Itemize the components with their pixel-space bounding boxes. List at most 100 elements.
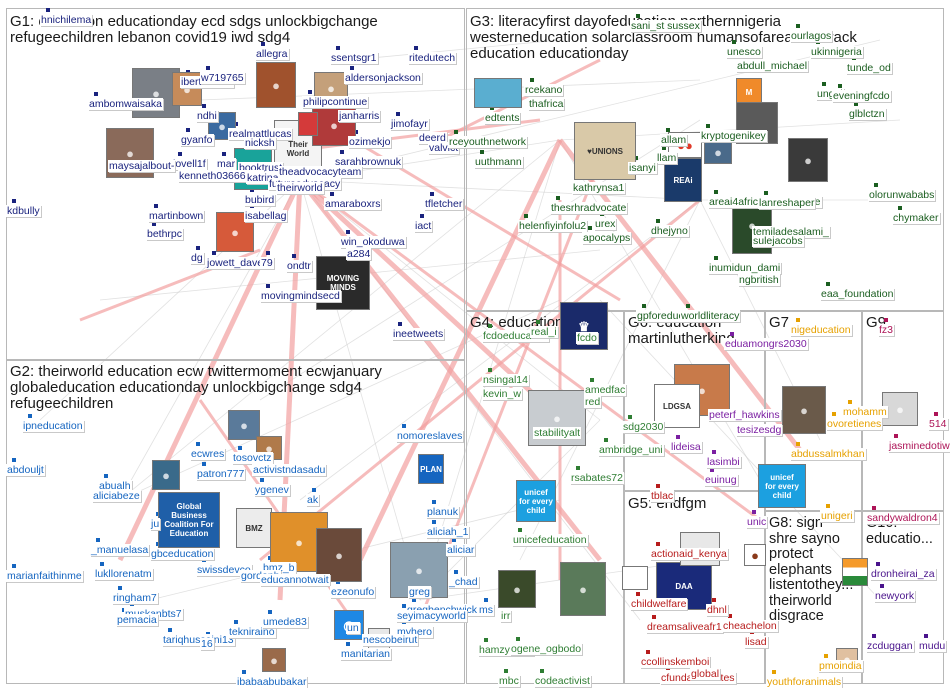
node-label-g4[interactable]: kevin_w bbox=[482, 388, 522, 400]
node-label-g1[interactable]: jimofayr bbox=[390, 118, 429, 130]
node-label-g5[interactable]: dreamsaliveafr1 bbox=[646, 621, 723, 633]
node-label-g1[interactable]: lovell1f bbox=[172, 158, 207, 170]
node-label-g1[interactable]: theadvocacyteam bbox=[278, 166, 363, 178]
gbc-logo-icon[interactable]: Global Business Coalition For Education bbox=[158, 492, 220, 548]
node-label-g3[interactable]: dhejyno bbox=[650, 225, 689, 237]
node-label-g3[interactable]: rceyouthnetwork bbox=[448, 136, 528, 148]
person-photo-icon[interactable]: ● bbox=[704, 140, 732, 164]
node-label-g1[interactable]: philipcontinue bbox=[302, 96, 369, 108]
node-label-g4[interactable]: red bbox=[584, 396, 602, 408]
plan-logo-icon[interactable]: PLAN bbox=[418, 454, 444, 484]
india-flag-icon[interactable] bbox=[842, 558, 868, 586]
node-label-g3[interactable]: tunde_od bbox=[846, 62, 892, 74]
node-label-g1[interactable]: ozimekjo bbox=[348, 136, 392, 148]
node-label-g2[interactable]: pemacia bbox=[116, 614, 158, 626]
node-label-g1[interactable]: tfletcher bbox=[424, 198, 464, 210]
node-label-g7[interactable]: unigeri bbox=[820, 510, 854, 522]
node-label-g2[interactable]: planuk bbox=[426, 506, 459, 518]
node-label-g5[interactable]: cheachelon bbox=[722, 620, 778, 632]
node-label-g1[interactable]: isabellag bbox=[244, 210, 288, 222]
node-label-g3[interactable]: olorunwababs bbox=[868, 189, 936, 201]
node-label-g5[interactable]: lisad bbox=[744, 636, 768, 648]
node-label-g4[interactable]: fcdo bbox=[576, 332, 598, 344]
node-label-g3[interactable]: allam bbox=[660, 134, 688, 146]
node-label-g1[interactable]: janharris bbox=[338, 110, 381, 122]
node-label-g1[interactable]: a284 bbox=[346, 248, 372, 260]
person-photo-icon[interactable]: ● bbox=[788, 138, 828, 182]
node-label-g1[interactable]: gyanfo bbox=[180, 134, 214, 146]
node-label-g1[interactable]: aldersonjackson bbox=[344, 72, 422, 84]
node-label-g1[interactable]: bubird bbox=[244, 194, 276, 206]
node-label-g3[interactable]: chymaker bbox=[892, 212, 940, 224]
person-photo-icon[interactable]: ● bbox=[498, 570, 536, 608]
person-photo-icon[interactable]: ● bbox=[228, 410, 260, 440]
person-photo-icon[interactable]: ● bbox=[256, 62, 296, 108]
node-label-g9[interactable]: 514 bbox=[928, 418, 948, 430]
node-label-g5[interactable]: childwelfare bbox=[630, 598, 688, 610]
flag-icon[interactable] bbox=[298, 112, 318, 136]
node-label-g4[interactable]: ogene_ogbodo bbox=[510, 643, 583, 655]
node-label-g2[interactable]: educannotwait bbox=[260, 574, 330, 586]
node-label-g3[interactable]: rcekano bbox=[524, 84, 564, 96]
node-label-g2[interactable]: patron777 bbox=[196, 468, 246, 480]
node-label-g1[interactable]: ambomwaisaka bbox=[88, 98, 163, 110]
node-label-g3[interactable]: unesco bbox=[726, 46, 762, 58]
node-label-g9[interactable]: fz3 bbox=[878, 324, 895, 336]
node-label-g1[interactable]: kenneth03666836 bbox=[178, 170, 265, 182]
node-label-g3[interactable]: thesrhradvocate bbox=[550, 202, 628, 214]
node-label-g2[interactable]: activistndasadu bbox=[252, 464, 327, 476]
node-label-g1[interactable]: theirworld bbox=[276, 182, 324, 194]
node-label-g1[interactable]: nicksh bbox=[244, 137, 276, 149]
node-label-g1[interactable]: iact bbox=[414, 220, 433, 232]
childwelfare-logo-icon[interactable] bbox=[622, 566, 648, 590]
node-label-g1[interactable]: allegra bbox=[255, 48, 289, 60]
node-label-g2[interactable]: ipneducation bbox=[22, 420, 84, 432]
unicef-logo-icon[interactable]: unicef for every child bbox=[516, 480, 556, 522]
ldgsa-logo-icon[interactable]: LDGSA bbox=[654, 384, 700, 428]
node-label-g2[interactable]: tosovctz bbox=[232, 452, 273, 464]
node-label-g10[interactable]: dronheirai_za bbox=[870, 568, 936, 580]
node-label-g1[interactable]: win_okoduwa bbox=[340, 236, 406, 248]
reai-logo-icon[interactable]: REAi bbox=[664, 158, 702, 202]
node-label-g5[interactable]: actionaid_kenya bbox=[650, 548, 728, 560]
node-label-g7[interactable]: nigeducation bbox=[790, 324, 852, 336]
node-label-g7[interactable]: mohamm bbox=[842, 406, 888, 418]
node-label-g3[interactable]: urex bbox=[594, 218, 617, 230]
node-label-g2[interactable]: ringham7 bbox=[112, 592, 158, 604]
node-label-g1[interactable]: ssentsgr1 bbox=[330, 52, 378, 64]
node-label-g10[interactable]: newyork bbox=[874, 590, 916, 602]
node-label-g2[interactable]: marianfaithinme bbox=[6, 570, 83, 582]
node-label-g4[interactable]: sdg2030 bbox=[622, 421, 665, 433]
node-label-g6[interactable]: lideisa bbox=[670, 441, 702, 453]
node-label-g4[interactable]: irr bbox=[500, 610, 512, 622]
node-label-g2[interactable]: nomoreslaves bbox=[396, 430, 464, 442]
node-label-g3[interactable]: edtents bbox=[484, 112, 521, 124]
unions-logo-icon[interactable]: ♥UNIONS bbox=[574, 122, 636, 180]
node-label-g3[interactable]: kathrynsa1 bbox=[572, 182, 626, 194]
node-label-g2[interactable]: manitarian bbox=[340, 648, 392, 660]
m-logo-icon[interactable]: M bbox=[736, 78, 762, 106]
node-label-g4[interactable]: ambridge_uni bbox=[598, 444, 664, 456]
node-label-g2[interactable]: lukllorenatm bbox=[94, 568, 153, 580]
node-label-g5[interactable]: dhnl bbox=[706, 604, 728, 616]
node-label-g6[interactable]: euinug bbox=[704, 474, 738, 486]
node-label-g2[interactable]: aliciabeze bbox=[92, 490, 141, 502]
node-label-g6[interactable]: peterf_hawkins bbox=[708, 409, 781, 421]
node-label-g1[interactable]: kdbully bbox=[6, 205, 41, 217]
node-label-g6[interactable]: unic bbox=[746, 516, 768, 528]
node-label-g2[interactable]: tariqhussaini13 bbox=[162, 634, 235, 646]
node-label-g3[interactable]: abdull_michael bbox=[736, 60, 809, 72]
node-label-g3[interactable]: sulejacobs bbox=[752, 235, 804, 247]
node-label-g2[interactable]: tekniraino bbox=[228, 626, 276, 638]
node-label-g3[interactable]: kryptogenikey bbox=[700, 130, 767, 142]
node-label-g2[interactable]: seyimacyworld bbox=[396, 610, 467, 622]
node-label-g2[interactable]: 16 bbox=[200, 638, 214, 650]
node-label-g3[interactable]: eaa_foundation bbox=[820, 288, 895, 300]
node-label-g2[interactable]: aliciar bbox=[446, 544, 476, 556]
node-label-g1[interactable]: ndhi bbox=[196, 110, 218, 122]
bmz-logo-icon[interactable]: BMZ bbox=[236, 508, 272, 548]
node-label-g2[interactable]: abdouljt bbox=[6, 464, 45, 476]
node-label-g7[interactable]: youthforanimals bbox=[766, 676, 843, 688]
node-label-g4[interactable]: nsingal14 bbox=[482, 374, 529, 386]
node-label-g3[interactable]: sani_st sussex bbox=[630, 20, 701, 32]
